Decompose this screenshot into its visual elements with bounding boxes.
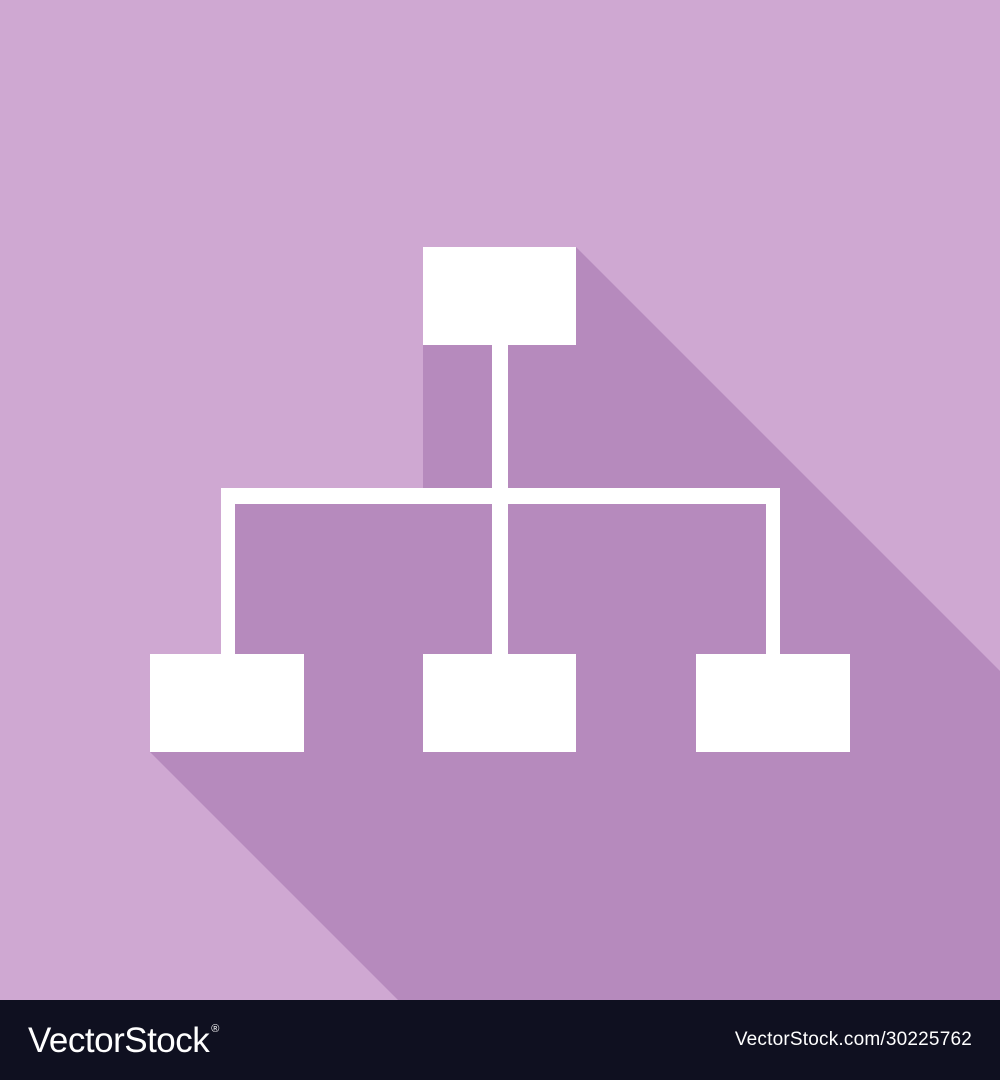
brand-name: VectorStock (28, 1020, 210, 1060)
bottom-left-node-box (150, 654, 304, 752)
right-drop-connector (766, 488, 780, 654)
bottom-center-node-box (423, 654, 576, 752)
hierarchy-canvas (0, 0, 1000, 1000)
long-shadow (150, 247, 1000, 1000)
bottom-right-node-box (696, 654, 850, 752)
watermark-footer: VectorStock® VectorStock.com/30225762 (0, 1000, 1000, 1080)
trademark-symbol: ® (211, 1022, 219, 1035)
left-drop-connector (221, 488, 235, 654)
hierarchy-icon (150, 247, 850, 752)
top-node-box (423, 247, 576, 345)
horizontal-branch-connector (221, 488, 780, 504)
vectorstock-logo: VectorStock® (28, 1023, 219, 1058)
image-id-text: VectorStock.com/30225762 (734, 1029, 972, 1050)
icon-artwork (0, 0, 1000, 1000)
